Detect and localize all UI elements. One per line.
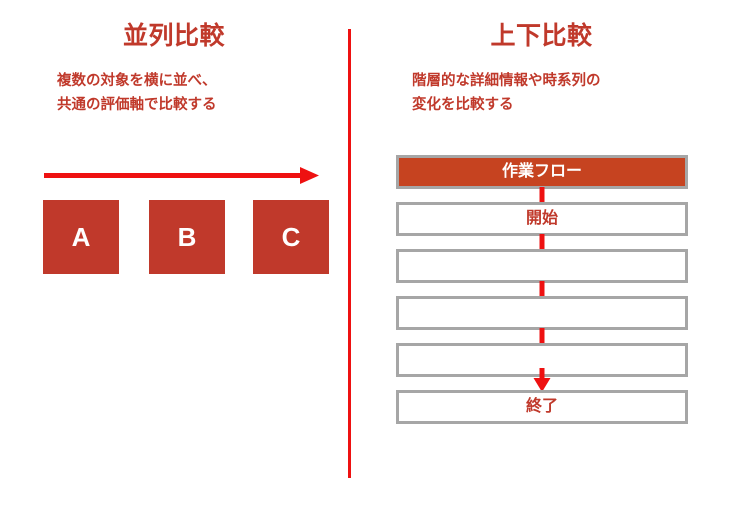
right-panel: 上下比較 階層的な詳細情報や時系列の 変化を比較する xyxy=(351,0,740,505)
flow-step-3[interactable] xyxy=(396,249,688,283)
flow-connector-2 xyxy=(396,234,688,251)
comparison-item-a[interactable]: A xyxy=(43,200,119,274)
comparison-axis-arrow-icon xyxy=(44,165,319,189)
left-panel-title: 並列比較 xyxy=(122,22,225,50)
flow-connector-3 xyxy=(396,281,688,298)
comparison-item-b[interactable]: B xyxy=(149,200,225,274)
work-flow-chart: 作業フロー 開始 終了 xyxy=(396,155,688,424)
right-panel-description: 階層的な詳細情報や時系列の 変化を比較する xyxy=(412,73,601,113)
flow-connector-1 xyxy=(396,187,688,204)
right-panel-title: 上下比較 xyxy=(490,22,593,50)
connector-line-icon xyxy=(539,234,545,251)
comparison-items-row: A B C xyxy=(43,200,333,274)
connector-down-arrow-icon xyxy=(533,368,551,392)
flow-connector-4 xyxy=(396,328,688,345)
flow-step-header[interactable]: 作業フロー xyxy=(396,155,688,189)
connector-line-icon xyxy=(539,187,545,204)
left-panel: 並列比較 複数の対象を横に並べ、 共通の評価軸で比較する A B C xyxy=(0,0,348,505)
vertical-red-divider xyxy=(348,29,351,478)
flow-step-end[interactable]: 終了 xyxy=(396,390,688,424)
flow-connector-5 xyxy=(396,368,688,392)
comparison-item-c[interactable]: C xyxy=(253,200,329,274)
flow-step-start[interactable]: 開始 xyxy=(396,202,688,236)
connector-line-icon xyxy=(539,328,545,345)
connector-line-icon xyxy=(539,281,545,298)
flow-step-4[interactable] xyxy=(396,296,688,330)
left-panel-description: 複数の対象を横に並べ、 共通の評価軸で比較する xyxy=(57,73,217,113)
